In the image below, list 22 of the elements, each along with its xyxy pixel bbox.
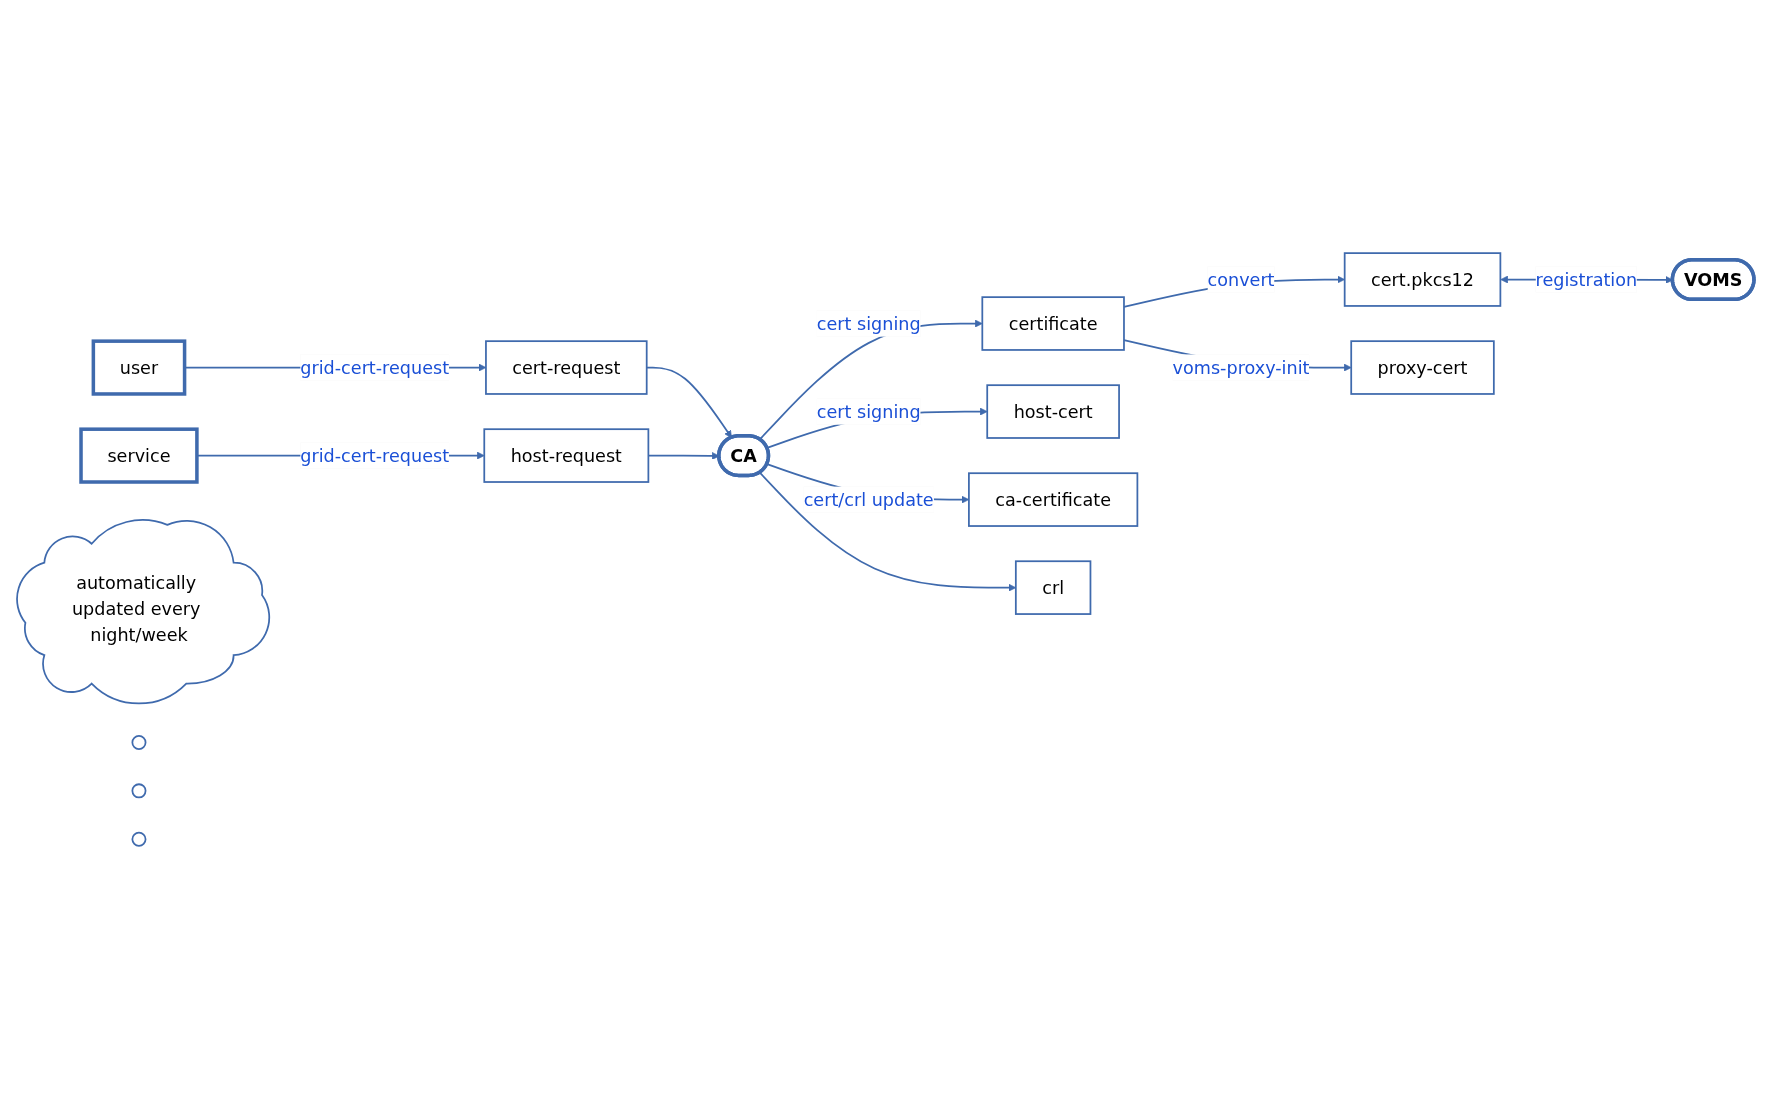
edge-label: cert signing xyxy=(816,401,921,423)
edge-label: grid-cert-request xyxy=(300,445,450,467)
node-box: host-cert xyxy=(986,384,1120,439)
node-box: service xyxy=(79,427,199,484)
node-box: proxy-cert xyxy=(1350,340,1495,395)
edge-label: cert/crl update xyxy=(803,489,934,511)
node-box: crl xyxy=(1014,560,1092,615)
edge-label: cert signing xyxy=(816,312,921,335)
edge-label: registration xyxy=(1535,268,1638,291)
edge-label: convert xyxy=(1207,268,1275,291)
edge-label: voms-proxy-init xyxy=(1172,357,1310,379)
node-box: ca-certificate xyxy=(968,472,1139,527)
node-box: certificate xyxy=(981,296,1125,351)
node-box: cert.pkcs12 xyxy=(1343,252,1502,307)
node-circle xyxy=(131,831,147,847)
node-box: host-request xyxy=(483,428,650,483)
edge-label: grid-cert-request xyxy=(300,357,450,379)
node-circle xyxy=(131,734,147,750)
node-circle xyxy=(131,783,147,799)
node-box: cert-request xyxy=(485,340,648,395)
node-box: user xyxy=(91,339,187,396)
arrow xyxy=(758,319,983,441)
